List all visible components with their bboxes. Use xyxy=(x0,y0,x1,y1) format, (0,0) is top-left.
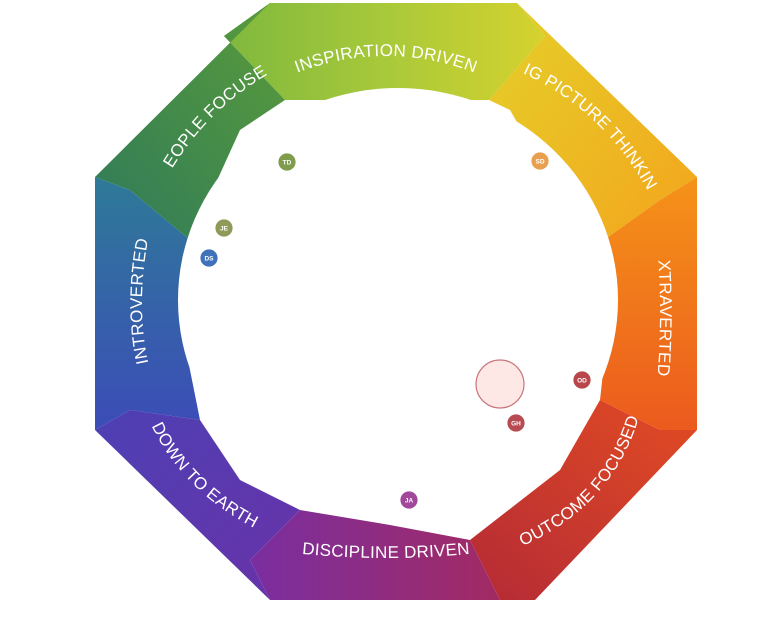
segment-outcome-focused xyxy=(470,400,697,600)
marker-ds[interactable]: DS xyxy=(199,248,219,268)
marker-initials: TD xyxy=(283,160,292,167)
segment-introverted xyxy=(95,177,200,430)
center-marker[interactable] xyxy=(475,359,525,409)
marker-initials: SD xyxy=(535,159,544,166)
segment-people-focused xyxy=(95,3,285,240)
marker-dot xyxy=(199,248,219,268)
marker-td[interactable]: TD xyxy=(277,152,297,172)
segment-extraverted xyxy=(590,177,697,430)
inner-circle xyxy=(178,88,618,512)
marker-initials: GH xyxy=(511,421,521,428)
label-discipline-driven: DISCIPLINE DRIVEN xyxy=(301,539,470,562)
marker-dot xyxy=(399,490,419,510)
marker-od[interactable]: OD xyxy=(572,370,592,390)
segment-discipline-driven xyxy=(250,510,535,600)
wheel-segments xyxy=(95,3,697,600)
marker-dot xyxy=(530,151,550,171)
marker-dot xyxy=(572,370,592,390)
marker-initials: JE xyxy=(220,226,229,233)
marker-dot xyxy=(506,413,526,433)
segment-inspiration-driven xyxy=(224,3,545,100)
marker-initials: JA xyxy=(405,498,414,505)
segment-down-to-earth xyxy=(95,410,300,600)
marker-je[interactable]: JE xyxy=(214,218,234,238)
marker-initials: OD xyxy=(577,378,587,385)
segment-big-picture-thinking xyxy=(489,3,697,250)
marker-dot xyxy=(277,152,297,172)
marker-ja[interactable]: JA xyxy=(399,490,419,510)
marker-dot xyxy=(214,218,234,238)
marker-sd[interactable]: SD xyxy=(530,151,550,171)
marker-gh[interactable]: GH xyxy=(506,413,526,433)
marker-initials: DS xyxy=(204,256,214,263)
